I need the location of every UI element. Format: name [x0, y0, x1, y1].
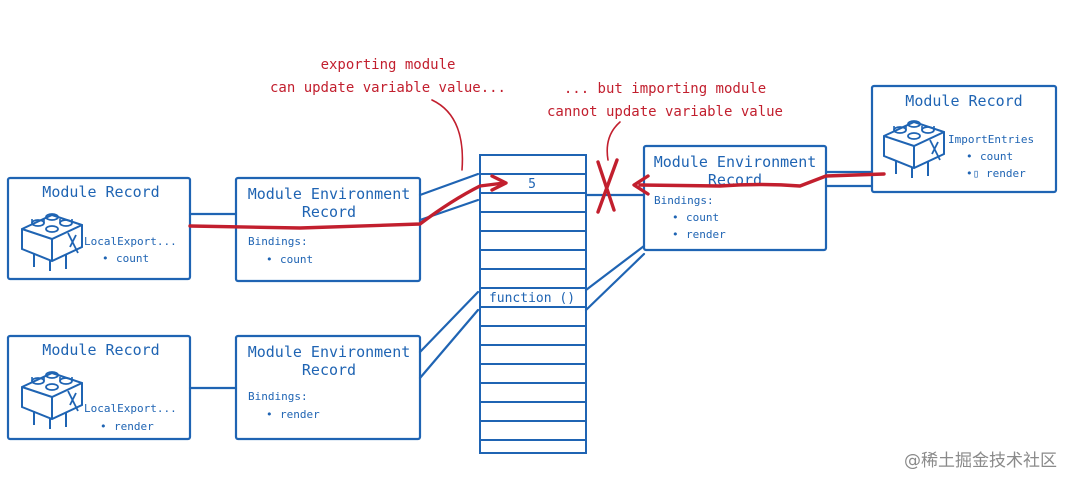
- memory-cell: [479, 230, 587, 251]
- annotation-exporting-pointer: [431, 99, 464, 171]
- env-record-3-box: [642, 144, 828, 252]
- env-record-1-title-line1: Module Environment: [248, 185, 411, 203]
- env-record-3-item-render: render: [686, 228, 726, 241]
- env-record-3-bullet: •: [672, 228, 679, 241]
- import-arrowhead: [632, 174, 650, 196]
- module-record-2-item-render: render: [114, 420, 154, 433]
- annotation-importing-pointer: [606, 121, 621, 161]
- env-record-1-bindings-label: Bindings:: [248, 235, 308, 248]
- blocked-x-stroke-2: [596, 158, 619, 214]
- watermark: @稀土掘金技术社区: [904, 451, 1057, 471]
- env-record-2-bindings-label: Bindings:: [248, 390, 308, 403]
- connector-env1-memory-top: [418, 172, 480, 197]
- annotation-exporting-line1: exporting module: [321, 57, 456, 73]
- env-record-3-bullet: •: [672, 211, 679, 224]
- memory-cell: [479, 382, 587, 403]
- memory-cell: [479, 249, 587, 270]
- module-record-3-item-count: count: [980, 150, 1013, 163]
- connector-memory-env3-lower-2: [584, 252, 646, 312]
- module-record-1-item-count: count: [116, 252, 149, 265]
- export-binding-line: [188, 181, 506, 230]
- env-record-2: Module Environment Record Bindings: • re…: [234, 334, 422, 441]
- module-record-3-item-render: render: [986, 167, 1026, 180]
- red-binding-lines: [188, 158, 886, 230]
- module-record-1: Module Record LocalExport... • count: [6, 176, 192, 281]
- memory-cell: [479, 344, 587, 365]
- module-record-2-title: Module Record: [42, 341, 159, 359]
- memory-cell: [479, 154, 587, 175]
- import-binding-line: [638, 172, 886, 188]
- annotation-exporting-line2: can update variable value...: [270, 80, 506, 96]
- module-record-1-title: Module Record: [42, 183, 159, 201]
- annotation-importing-line2: cannot update variable value: [547, 104, 783, 120]
- env-record-1-box: [234, 176, 422, 283]
- memory-value-5: 5: [528, 177, 536, 192]
- annotation-importing-line1: ... but importing module: [564, 81, 766, 97]
- module-record-1-bullet: •: [102, 252, 109, 265]
- connector-env2-memory-top: [418, 290, 480, 354]
- annotation-exporting: exporting module can update variable val…: [270, 57, 506, 171]
- memory-cell: [479, 325, 587, 346]
- memory-cell: [479, 401, 587, 422]
- memory-cell: [479, 306, 587, 327]
- memory-function: function (): [489, 291, 575, 306]
- lego-block-icon: [21, 371, 83, 430]
- annotation-importing: ... but importing module cannot update v…: [547, 81, 783, 161]
- connector-memory-env3-lower-1: [584, 244, 646, 292]
- module-record-1-box: [6, 176, 192, 281]
- connector-env2-memory-bottom: [418, 308, 480, 380]
- env-record-1: Module Environment Record Bindings: • co…: [234, 176, 422, 283]
- module-record-2: Module Record LocalExport... • render: [6, 334, 192, 441]
- memory-cell: [479, 420, 587, 441]
- env-record-1-item-count: count: [280, 253, 313, 266]
- env-record-3-item-count: count: [686, 211, 719, 224]
- env-record-1-bullet: •: [266, 253, 273, 266]
- memory-cell: [479, 439, 587, 454]
- env-record-3-title-line1: Module Environment: [654, 153, 817, 171]
- env-record-2-title-line1: Module Environment: [248, 343, 411, 361]
- lego-block-icon: [21, 213, 83, 272]
- env-record-3-bindings-label: Bindings:: [654, 194, 714, 207]
- env-record-2-title-line2: Record: [302, 361, 356, 379]
- module-record-3-box: [870, 84, 1058, 194]
- module-record-2-bullet: •: [100, 420, 107, 433]
- module-record-1-list-label: LocalExport...: [84, 235, 177, 248]
- module-record-3: Module Record ImportEntries • count •▯ r…: [870, 84, 1058, 194]
- module-record-3-title: Module Record: [905, 92, 1022, 110]
- module-record-3-bullet-render: •▯: [966, 167, 979, 180]
- module-record-3-bullet: •: [966, 150, 973, 163]
- lego-block-icon: [883, 120, 945, 179]
- env-record-1-title-line2: Record: [302, 203, 356, 221]
- module-record-2-list-label: LocalExport...: [84, 402, 177, 415]
- memory-cell: [479, 192, 587, 213]
- connectors: [188, 170, 874, 390]
- env-record-2-item-render: render: [280, 408, 320, 421]
- memory-cell: [479, 363, 587, 384]
- module-record-3-list-label: ImportEntries: [948, 133, 1034, 146]
- memory-cell: [479, 211, 587, 232]
- env-record-2-bullet: •: [266, 408, 273, 421]
- env-record-3: Module Environment Record Bindings: • co…: [642, 144, 828, 252]
- memory-cell: [479, 268, 587, 289]
- export-arrowhead: [490, 174, 508, 192]
- memory-column: 5 function (): [479, 154, 587, 454]
